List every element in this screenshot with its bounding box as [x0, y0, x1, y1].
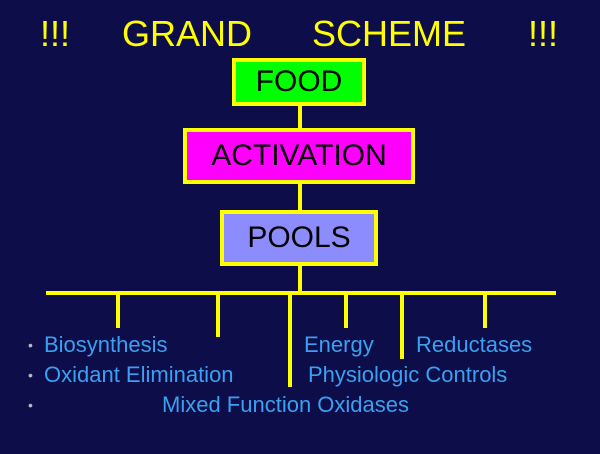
drop-reductases: [483, 291, 487, 328]
connector-activation-pools: [298, 184, 302, 210]
title-scheme: SCHEME: [312, 13, 467, 54]
pools-box: POOLS: [220, 210, 378, 266]
activation-label: ACTIVATION: [211, 139, 387, 172]
food-box: FOOD: [232, 58, 366, 106]
drop-biosynthesis: [116, 291, 120, 328]
bullet-2: •: [28, 367, 33, 383]
food-label: FOOD: [255, 65, 343, 98]
title-grand: GRAND: [122, 13, 253, 54]
bullet-3: •: [28, 397, 33, 413]
item-energy: Energy: [304, 332, 374, 357]
drop-physiologic-controls: [400, 291, 404, 359]
item-reductases: Reductases: [416, 332, 533, 357]
drop-mixed-function-oxidases: [288, 291, 292, 387]
connector-food-activation: [298, 104, 302, 128]
drop-energy: [344, 291, 348, 328]
title-exclaim-right: !!!: [528, 13, 559, 54]
item-mixed-function-oxidases: Mixed Function Oxidases: [162, 392, 409, 417]
item-oxidant-elimination: Oxidant Elimination: [44, 362, 234, 387]
title-exclaim-left: !!!: [40, 13, 71, 54]
pools-label: POOLS: [247, 221, 351, 254]
bullet-1: •: [28, 337, 33, 353]
item-biosynthesis: Biosynthesis: [44, 332, 168, 357]
distribution-bar: [46, 291, 556, 295]
activation-box: ACTIVATION: [183, 128, 415, 184]
connector-pools-bar: [298, 266, 302, 294]
item-physiologic-controls: Physiologic Controls: [308, 362, 508, 387]
drop-oxidant-elimination: [216, 291, 220, 337]
